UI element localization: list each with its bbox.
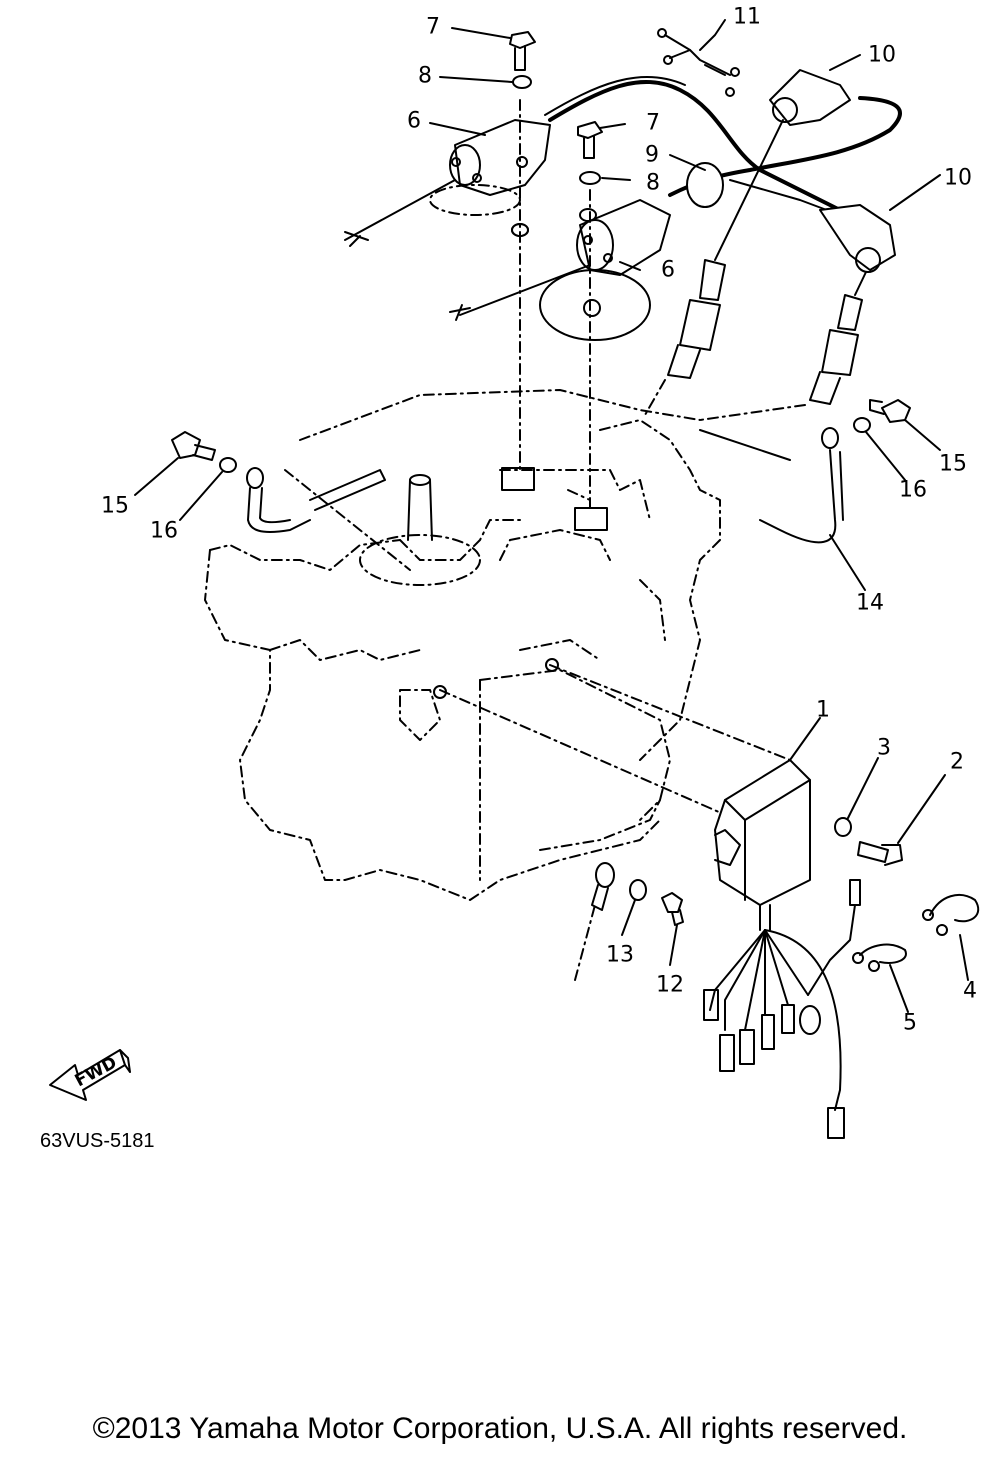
mounting-pads [433, 467, 608, 699]
bolt-cdi [857, 841, 903, 866]
callout-4: 4 [963, 978, 977, 1004]
callout-10: 10 [868, 42, 896, 68]
engine-block-outline [204, 389, 721, 901]
washer-upper [512, 75, 532, 89]
washer-left [219, 457, 237, 473]
washer-lower [579, 171, 601, 185]
callout-11: 11 [733, 4, 761, 30]
callout-leaders [134, 19, 969, 1013]
ground-lead-right [699, 427, 844, 544]
ignition-coil-upper [344, 119, 551, 247]
callout-3: 3 [877, 735, 891, 761]
callout-9: 9 [645, 142, 659, 168]
callout-6: 6 [407, 108, 421, 134]
bolt-upper [509, 31, 536, 71]
copyright-notice: ©2013 Yamaha Motor Corporation, U.S.A. A… [92, 1412, 908, 1445]
callout-15: 15 [101, 493, 129, 519]
callout-2: 2 [950, 749, 964, 775]
callout-8: 8 [646, 170, 660, 196]
assembly-guide-lines [284, 99, 791, 981]
callout-12: 12 [656, 972, 684, 998]
washer-13 [629, 879, 647, 901]
callout-7: 7 [646, 110, 660, 136]
callout-8: 8 [418, 63, 432, 89]
cdi-wire-harness [703, 879, 861, 1139]
screw-12 [661, 892, 684, 926]
cord-clip [657, 28, 740, 97]
callout-6: 6 [661, 257, 675, 283]
callout-1: 1 [816, 697, 830, 723]
callout-15: 15 [939, 451, 967, 477]
washer-right [853, 417, 871, 433]
plug-cap-lower [819, 204, 896, 273]
callout-13: 13 [606, 942, 634, 968]
plug-cap-upper [769, 69, 851, 126]
high-tension-cords [544, 76, 902, 216]
cdi-unit [714, 759, 811, 931]
callout-14: 14 [856, 590, 884, 616]
spark-plug-left [667, 119, 784, 379]
ignition-coil-lower [449, 199, 671, 341]
screw-right [869, 399, 911, 423]
callout-5: 5 [903, 1010, 917, 1036]
crankshaft-top [359, 474, 481, 586]
washer-cdi [834, 817, 852, 837]
screw-left [171, 431, 216, 461]
callout-16: 16 [150, 518, 178, 544]
ground-lead-left [246, 467, 386, 533]
spark-plug-right [644, 271, 867, 421]
band-5 [852, 943, 907, 972]
callout-10: 10 [944, 165, 972, 191]
callout-7: 7 [426, 14, 440, 40]
band-4 [922, 894, 980, 936]
ground-terminal [591, 862, 615, 911]
diagram-code: 63VUS-5181 [40, 1130, 155, 1152]
callout-16: 16 [899, 477, 927, 503]
fwd-arrow [49, 1049, 131, 1101]
bolt-lower [577, 121, 603, 159]
